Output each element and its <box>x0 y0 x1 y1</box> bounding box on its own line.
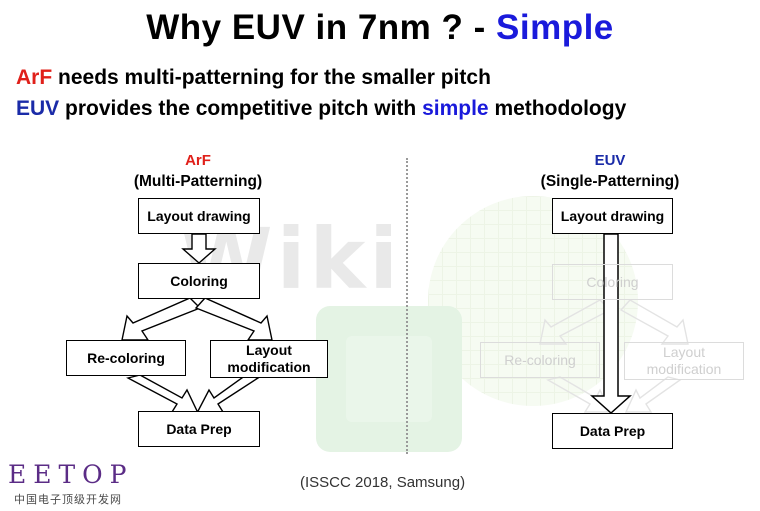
subtitle-1-rest: needs multi-patterning for the smaller p… <box>52 66 491 89</box>
euv-ghost-arrow-modification-to-dataprep <box>624 376 682 413</box>
euv-coloring-label: Coloring <box>586 273 639 290</box>
arf-arrow-modification-to-dataprep <box>195 374 260 414</box>
euv-data-prep-label: Data Prep <box>579 422 646 439</box>
euv-layout-mod-line2: modification <box>646 361 722 377</box>
euv-layout-drawing-label: Layout drawing <box>560 207 665 224</box>
euv-column-name: EUV <box>594 152 626 169</box>
watermark-chip-inner <box>346 336 432 422</box>
title-prefix: Why EUV in 7nm ? - <box>146 8 497 47</box>
arf-arrow-coloring-to-modification <box>194 297 273 341</box>
subtitle-2-end: methodology <box>488 97 627 120</box>
arf-arrow-drawing-to-coloring <box>181 233 217 264</box>
arf-label: ArF <box>16 66 53 89</box>
euv-coloring-ghost-box: Coloring <box>552 264 673 300</box>
arf-column-header: ArF (Multi-Patterning) <box>118 150 278 192</box>
arf-layout-modification-box: Layout modification <box>210 340 328 378</box>
arf-data-prep-label: Data Prep <box>166 420 232 437</box>
subtitle-line-1: ArF needs multi-patterning for the small… <box>16 66 491 90</box>
subtitle-2-mid: provides the competitive pitch with <box>59 97 423 120</box>
eetop-logo-subtitle: 中国电子顶级开发网 <box>14 494 122 506</box>
euv-column-subtitle: (Single-Patterning) <box>540 173 680 190</box>
euv-layout-modification-ghost-box: Layout modification <box>624 342 744 380</box>
euv-ghost-arrow-recoloring-to-dataprep <box>546 376 612 413</box>
euv-ghost-arrow-coloring-to-modification <box>619 299 689 345</box>
slide-title: Why EUV in 7nm ? - Simple <box>0 8 760 48</box>
arf-recoloring-box: Re-coloring <box>66 340 186 376</box>
euv-recoloring-label: Re-coloring <box>504 351 576 368</box>
simple-word: simple <box>422 97 489 120</box>
euv-ghost-arrow-coloring-to-recoloring <box>539 299 612 345</box>
arf-coloring-box: Coloring <box>138 263 260 299</box>
euv-column-header: EUV (Single-Patterning) <box>530 150 690 192</box>
subtitle-line-2: EUV provides the competitive pitch with … <box>16 97 626 121</box>
title-accent: Simple <box>496 8 614 47</box>
euv-recoloring-ghost-box: Re-coloring <box>480 342 600 378</box>
euv-layout-drawing-box: Layout drawing <box>552 198 673 234</box>
arf-layout-drawing-label: Layout drawing <box>147 207 251 224</box>
arf-column-name: ArF <box>185 152 211 169</box>
column-divider <box>406 158 408 454</box>
euv-layout-mod-line1: Layout <box>662 344 706 360</box>
arf-recoloring-label: Re-coloring <box>87 349 165 366</box>
citation-footnote: (ISSCC 2018, Samsung) <box>300 474 466 491</box>
arf-data-prep-box: Data Prep <box>138 411 260 447</box>
arf-arrow-recoloring-to-dataprep <box>126 374 200 414</box>
euv-label: EUV <box>16 97 60 120</box>
arf-layout-mod-line1: Layout <box>246 342 292 358</box>
eetop-logo: EETOP <box>8 460 134 489</box>
arf-layout-drawing-box: Layout drawing <box>138 198 260 234</box>
arf-layout-mod-line2: modification <box>227 359 311 375</box>
arf-column-subtitle: (Multi-Patterning) <box>133 173 263 190</box>
euv-arrow-drawing-to-dataprep <box>590 233 632 415</box>
arf-arrow-coloring-to-recoloring <box>121 297 202 341</box>
euv-data-prep-box: Data Prep <box>552 413 673 449</box>
arf-coloring-label: Coloring <box>170 272 228 289</box>
